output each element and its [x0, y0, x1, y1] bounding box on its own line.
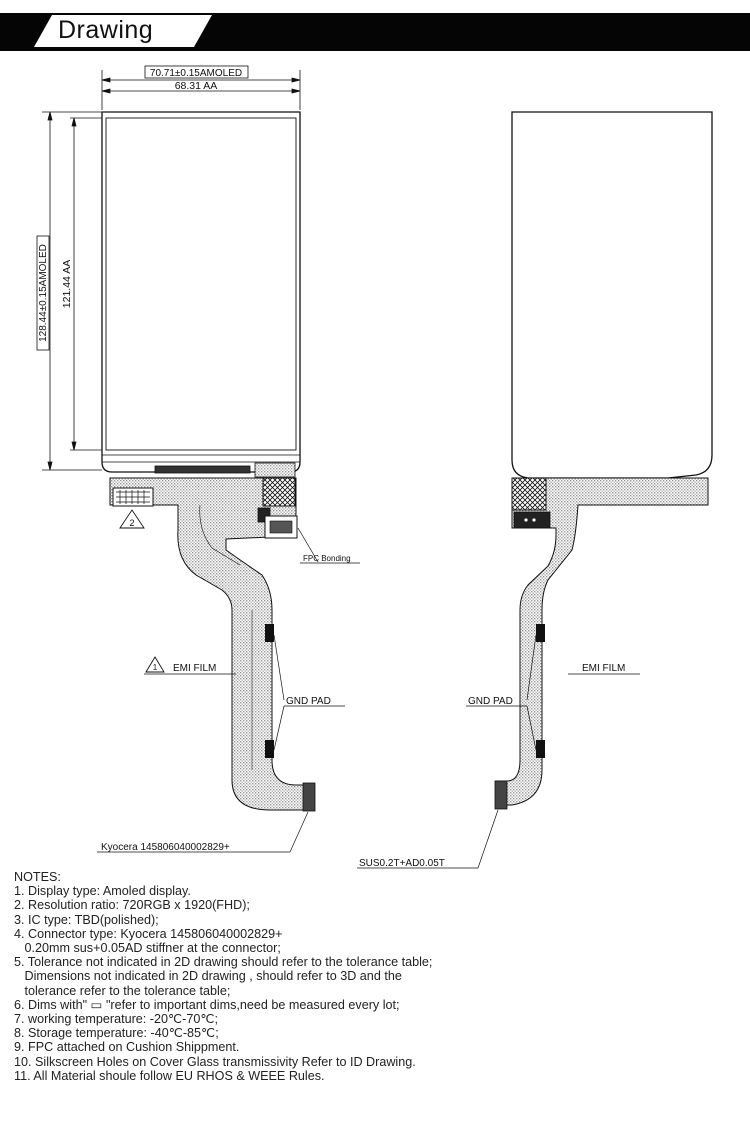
note-line: 1. Display type: Amoled display.: [14, 884, 191, 899]
dim-height-aa: 121.44 AA: [61, 260, 73, 308]
note-line: 6. Dims with" ▭ "refer to important dims…: [14, 997, 400, 1012]
back-gnd-pad-top: [536, 624, 545, 642]
note-line: 7. working temperature: -20℃-70℃;: [14, 1012, 218, 1027]
label-emi-film-front: EMI FILM: [173, 663, 216, 674]
note-line: 4. Connector type: Kyocera 1458060400028…: [14, 926, 283, 941]
dim-height-amoled: 128.44±0.15AMOLED: [38, 244, 49, 342]
note-line: 5. Tolerance not indicated in 2D drawing…: [14, 955, 433, 970]
back-tab: [513, 511, 551, 529]
back-stiffener-block: [511, 477, 547, 511]
label-stiffener: SUS0.2T+AD0.05T: [359, 858, 445, 869]
note-line: 9. FPC attached on Cushion Shippment.: [14, 1040, 240, 1055]
note-line: 11. All Material shoule follow EU RHOS &…: [14, 1068, 325, 1083]
label-gnd-pad-front: GND PAD: [286, 696, 331, 707]
active-area: [105, 117, 297, 451]
label-emi-film-back: EMI FILM: [582, 663, 625, 674]
notes-section: NOTES: 1. Display type: Amoled display. …: [14, 870, 744, 1083]
back-panel: [511, 111, 713, 479]
note-line: 0.20mm sus+0.05AD stiffner at the connec…: [14, 941, 281, 956]
fpc-flex: [109, 477, 315, 811]
note-line: Dimensions not indicated in 2D drawing ,…: [14, 969, 402, 984]
note-line: 3. IC type: TBD(polished);: [14, 912, 159, 927]
page-title: Drawing: [58, 16, 154, 44]
display-panel: [101, 111, 301, 473]
note-line: 2. Resolution ratio: 720RGB x 1920(FHD);: [14, 898, 250, 913]
label-connector-part: Kyocera 145806040002829+: [101, 842, 230, 853]
zif-connector-back: [494, 780, 508, 810]
marker-2-text: 2: [129, 518, 134, 528]
label-gnd-pad-back: GND PAD: [468, 696, 513, 707]
marker-2-triangle: [119, 509, 145, 529]
dim-width-amoled: 70.71±0.15AMOLED: [150, 68, 242, 79]
notes-heading: NOTES:: [14, 870, 61, 884]
back-view: GND PAD EMI FILM SUS0.2T+AD0.05T: [357, 111, 713, 869]
zif-connector-front: [302, 782, 316, 812]
note-line: tolerance refer to the tolerance table;: [14, 983, 231, 998]
height-dimension: [36, 111, 102, 471]
marker-1-triangle: [145, 656, 165, 673]
note-line: 8. Storage temperature: -40℃-85℃;: [14, 1026, 219, 1041]
fpc-bonding-area: [262, 477, 296, 507]
back-gnd-pad-bottom: [536, 740, 545, 758]
front-view: 70.71±0.15AMOLED 68.31 AA 128.44±0.15AMO…: [36, 65, 360, 853]
note-line: 10. Silkscreen Holes on Cover Glass tran…: [14, 1054, 416, 1069]
marker-1-text: 1: [153, 663, 158, 672]
driver-ic: [154, 465, 251, 474]
width-dimension: [101, 65, 301, 110]
label-fpc-bonding: FPC Bonding: [303, 554, 351, 563]
technical-drawing: 70.71±0.15AMOLED 68.31 AA 128.44±0.15AMO…: [36, 65, 713, 869]
dim-width-aa: 68.31 AA: [175, 80, 218, 92]
ic-fpc-tail: [254, 462, 296, 478]
gnd-pad-top: [265, 624, 274, 642]
header-tab: [34, 15, 212, 47]
gnd-pad-bottom: [265, 740, 274, 758]
